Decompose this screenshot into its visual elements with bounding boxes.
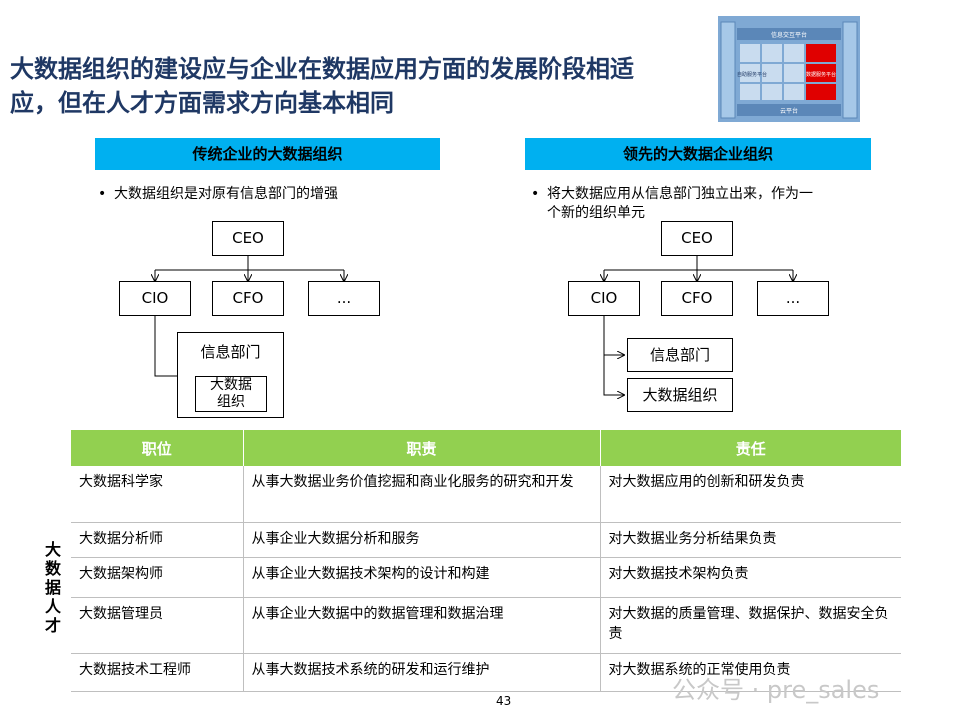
right-ceo-box: CEO <box>661 221 733 256</box>
left-cio-box: CIO <box>119 281 191 316</box>
thumb-bottom-label: 云平台 <box>780 107 798 115</box>
page-title: 大数据组织的建设应与企业在数据应用方面的发展阶段相适 应，但在人才方面需求方向基… <box>10 52 710 120</box>
right-section-header: 领先的大数据企业组织 <box>525 138 871 170</box>
table-cell: 对大数据应用的创新和研发负责 <box>599 466 901 523</box>
table-cell: 大数据技术工程师 <box>71 653 243 692</box>
column-header-responsibility: 责任 <box>599 430 901 466</box>
table-cell: 从事企业大数据分析和服务 <box>242 522 600 558</box>
table-row: 大数据分析师 从事企业大数据分析和服务 对大数据业务分析结果负责 <box>71 522 901 558</box>
page-title-line-2: 应，但在人才方面需求方向基本相同 <box>10 89 394 117</box>
table-cell: 对大数据技术架构负责 <box>599 557 901 598</box>
table-row: 大数据管理员 从事企业大数据中的数据管理和数据治理 对大数据的质量管理、数据保护… <box>71 597 901 654</box>
column-header-duty: 职责 <box>242 430 600 466</box>
left-info-dept-label: 信息部门 <box>200 343 261 361</box>
table-cell: 大数据分析师 <box>71 522 243 558</box>
table-row: 大数据技术工程师 从事大数据技术系统的研发和运行维护 对大数据系统的正常使用负责 <box>71 653 901 692</box>
talent-roles-table: 职位 职责 责任 大数据科学家 从事大数据业务价值挖掘和商业化服务的研究和开发 … <box>71 430 901 692</box>
right-more-box: ... <box>757 281 829 316</box>
left-info-dept-box: 信息部门 大数据组织 <box>177 332 284 418</box>
column-header-position: 职位 <box>71 430 243 466</box>
right-bigdata-org-box: 大数据组织 <box>627 378 733 412</box>
right-cfo-box: CFO <box>661 281 733 316</box>
left-bullet: •大数据组织是对原有信息部门的增强 <box>98 186 338 202</box>
table-cell: 大数据架构师 <box>71 557 243 598</box>
right-bullet-line-2: 个新的组织单元 <box>547 205 645 221</box>
platform-thumbnail-graphic: 信息交互平台 自助服务平台 数据服务平台 云平台 <box>718 16 860 122</box>
watermark-text: 公众号 · pre_sales <box>672 676 880 704</box>
thumb-left-label: 自助服务平台 <box>737 71 767 78</box>
table-cell: 大数据管理员 <box>71 597 243 654</box>
right-bullet: •将大数据应用从信息部门独立出来，作为一 个新的组织单元 <box>531 184 876 223</box>
thumb-right-label: 数据服务平台 <box>806 71 836 78</box>
left-bullet-text: 大数据组织是对原有信息部门的增强 <box>114 186 338 202</box>
left-cfo-box: CFO <box>212 281 284 316</box>
left-bigdata-org-box: 大数据组织 <box>195 376 267 412</box>
left-section-header: 传统企业的大数据组织 <box>95 138 440 170</box>
table-row: 大数据科学家 从事大数据业务价值挖掘和商业化服务的研究和开发 对大数据应用的创新… <box>71 466 901 523</box>
table-header-row: 职位 职责 责任 <box>71 430 901 466</box>
table-cell: 从事大数据业务价值挖掘和商业化服务的研究和开发 <box>242 466 600 523</box>
table-cell: 对大数据的质量管理、数据保护、数据安全负责 <box>599 597 901 654</box>
thumb-top-label: 信息交互平台 <box>771 31 807 39</box>
table-cell: 从事企业大数据中的数据管理和数据治理 <box>242 597 600 654</box>
table-cell: 对大数据系统的正常使用负责 <box>599 653 901 692</box>
table-cell: 大数据科学家 <box>71 466 243 523</box>
right-bullet-line-1: 将大数据应用从信息部门独立出来，作为一 <box>547 186 813 202</box>
table-cell: 从事大数据技术系统的研发和运行维护 <box>242 653 600 692</box>
table-cell: 对大数据业务分析结果负责 <box>599 522 901 558</box>
table-cell: 从事企业大数据技术架构的设计和构建 <box>242 557 600 598</box>
page-title-line-1: 大数据组织的建设应与企业在数据应用方面的发展阶段相适 <box>10 55 634 83</box>
talent-side-label: 大数据人才 <box>44 540 61 635</box>
table-row: 大数据架构师 从事企业大数据技术架构的设计和构建 对大数据技术架构负责 <box>71 557 901 598</box>
page-number: 43 <box>496 694 512 708</box>
right-info-dept-box: 信息部门 <box>627 338 733 372</box>
right-cio-box: CIO <box>568 281 640 316</box>
left-ceo-box: CEO <box>212 221 284 256</box>
left-more-box: ... <box>308 281 380 316</box>
